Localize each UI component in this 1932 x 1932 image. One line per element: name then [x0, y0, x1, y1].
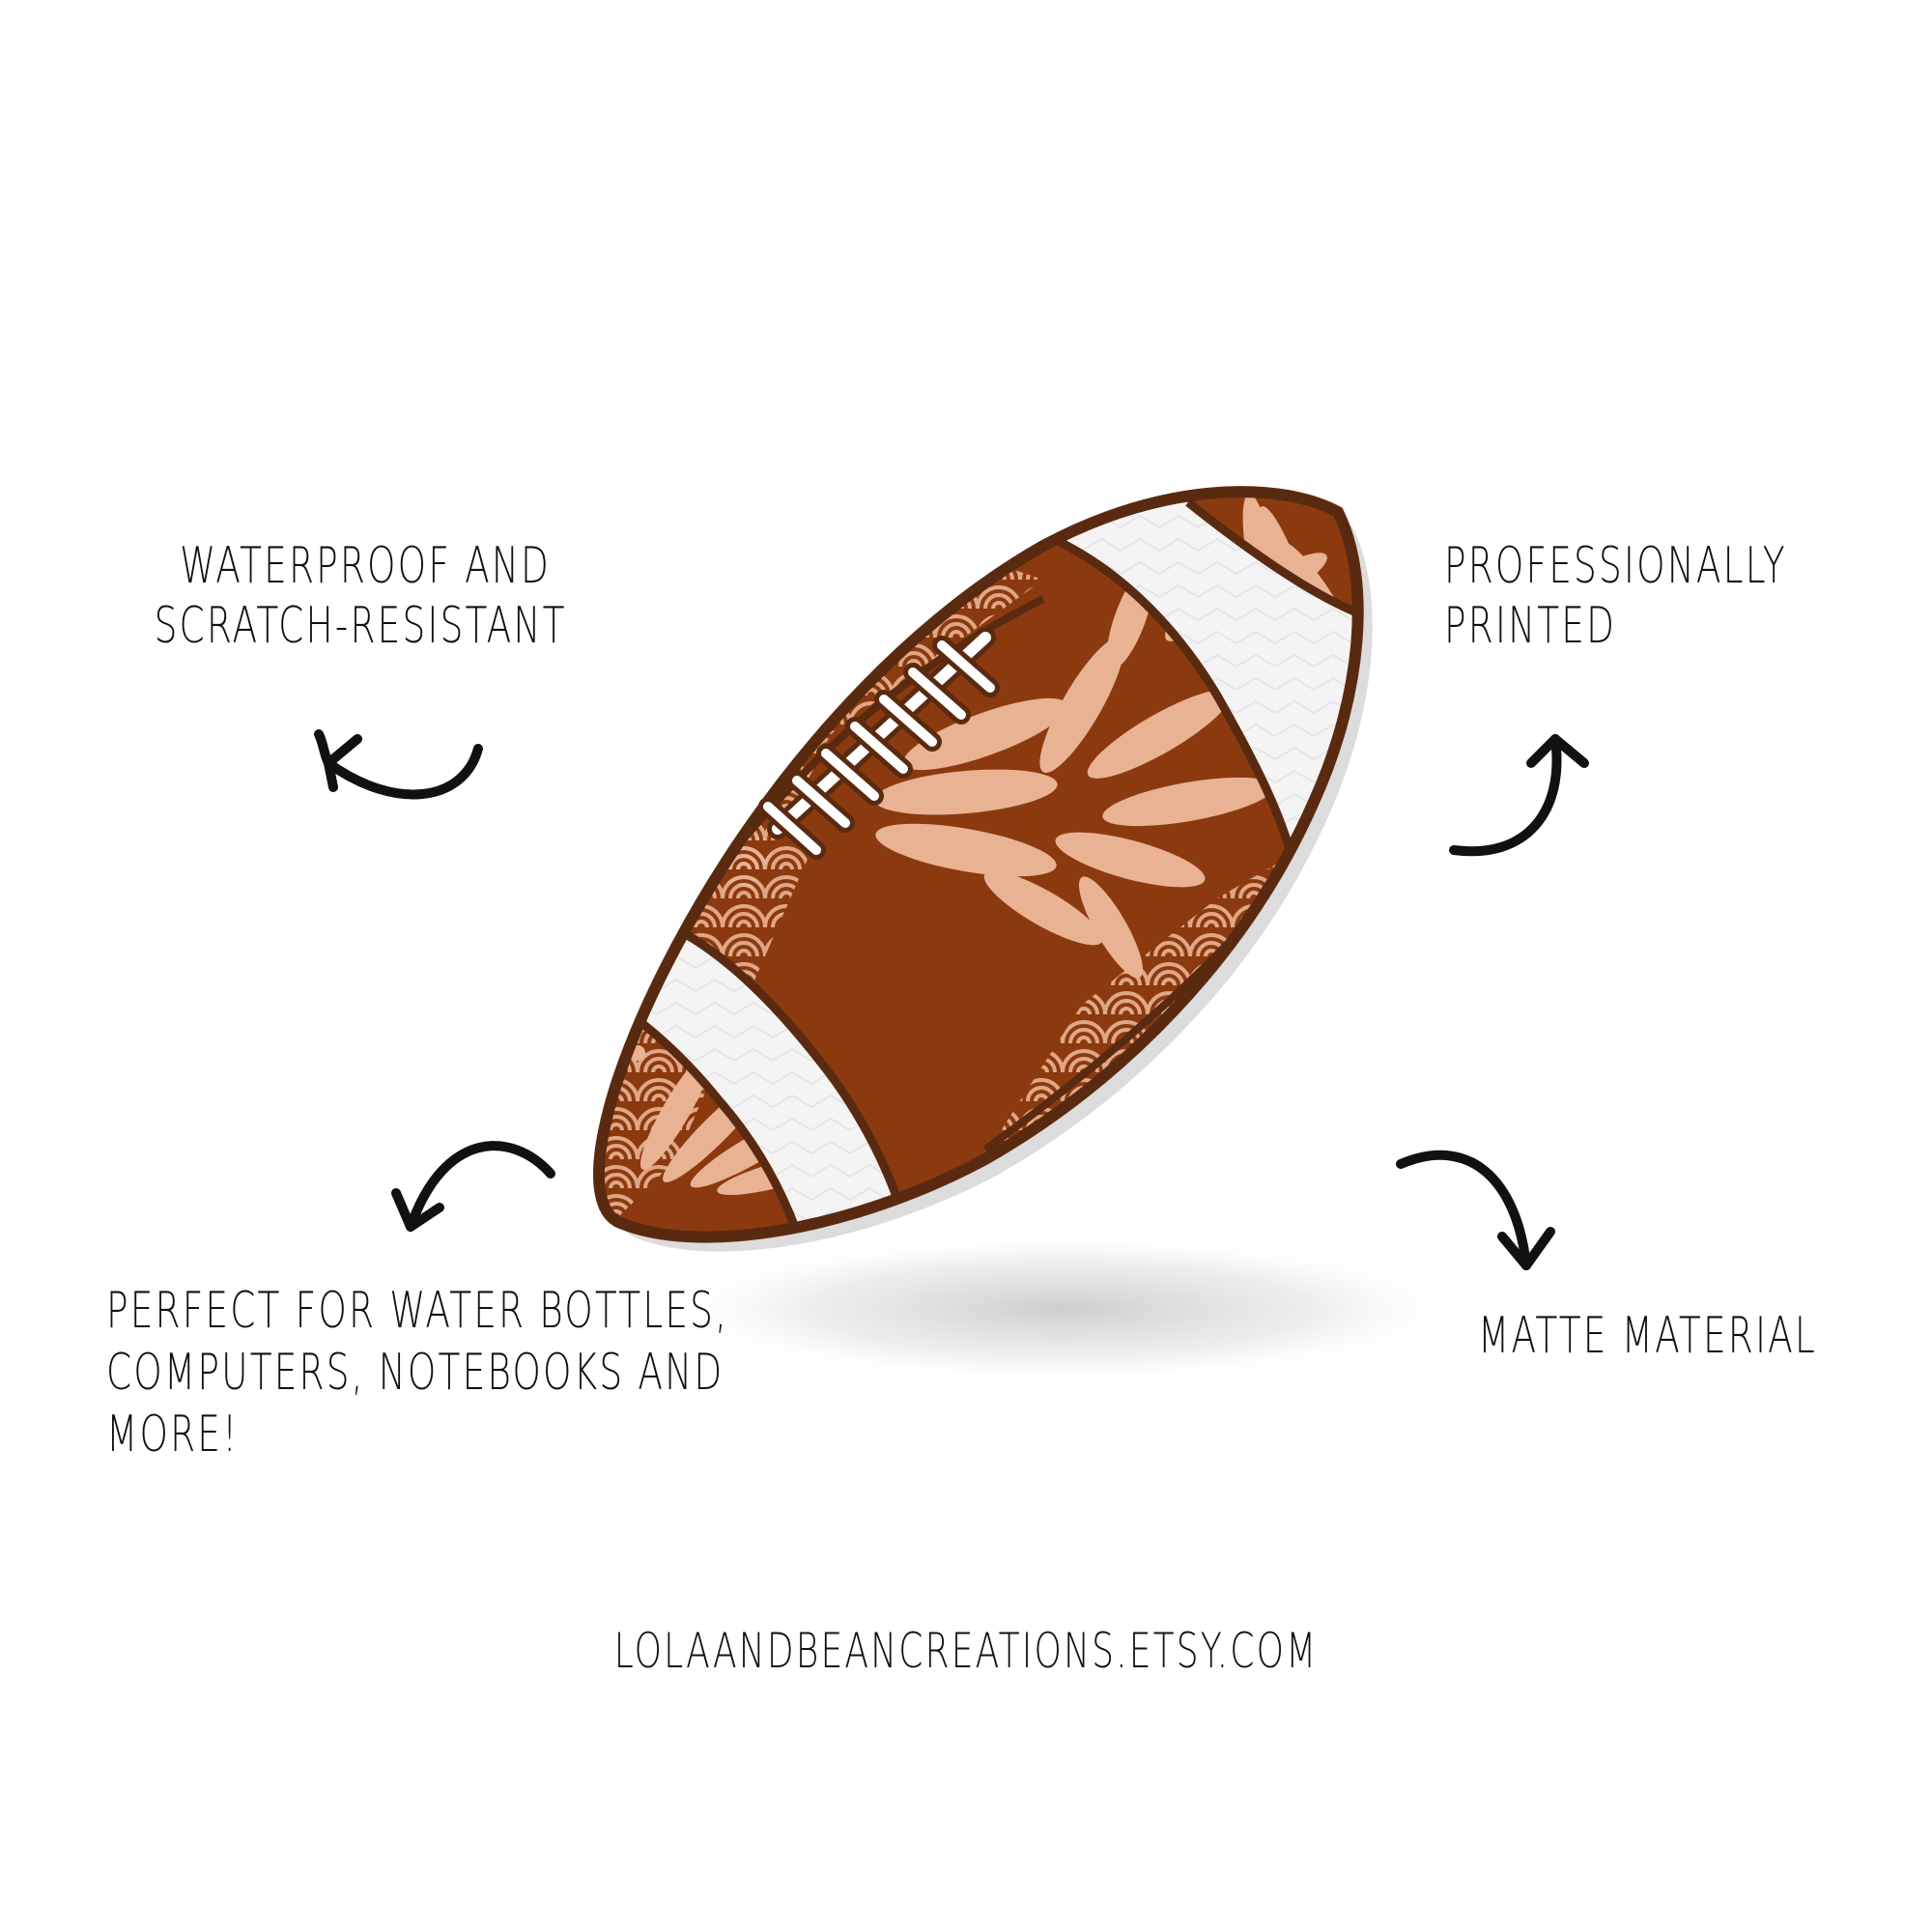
callout-perfect-line2: COMPUTERS, NOTEBOOKS AND [106, 1344, 724, 1402]
footer-shop-url: LOLAANDBEANCREATIONS.ETSY.COM [613, 1623, 1319, 1679]
arrow-bottom-left-icon [391, 1141, 555, 1232]
callout-printed-line2: PRINTED [1444, 597, 1617, 655]
football-laces [758, 627, 1000, 860]
callout-waterproof-line2: SCRATCH-RESISTANT [154, 597, 567, 655]
arrow-top-left-icon [314, 729, 483, 800]
arrow-bottom-right-icon [1396, 1150, 1555, 1270]
callout-matte-material: MATTE MATERIAL [1478, 1306, 1817, 1366]
callout-perfect-line1: PERFECT FOR WATER BOTTLES, [106, 1282, 729, 1340]
arrow-top-right-icon [1449, 734, 1589, 857]
callout-matte-line1: MATTE MATERIAL [1478, 1307, 1817, 1365]
callout-waterproof: WATERPROOF AND SCRATCH-RESISTANT [154, 536, 567, 656]
ground-shadow [647, 1232, 1478, 1386]
callout-waterproof-line1: WATERPROOF AND [180, 537, 551, 595]
callout-printed-line1: PROFESSIONALLY [1444, 537, 1787, 595]
callout-perfect-for: PERFECT FOR WATER BOTTLES, COMPUTERS, NO… [106, 1280, 728, 1465]
callout-professionally-printed: PROFESSIONALLY PRINTED [1444, 536, 1787, 656]
callout-perfect-line3: MORE! [106, 1406, 240, 1463]
